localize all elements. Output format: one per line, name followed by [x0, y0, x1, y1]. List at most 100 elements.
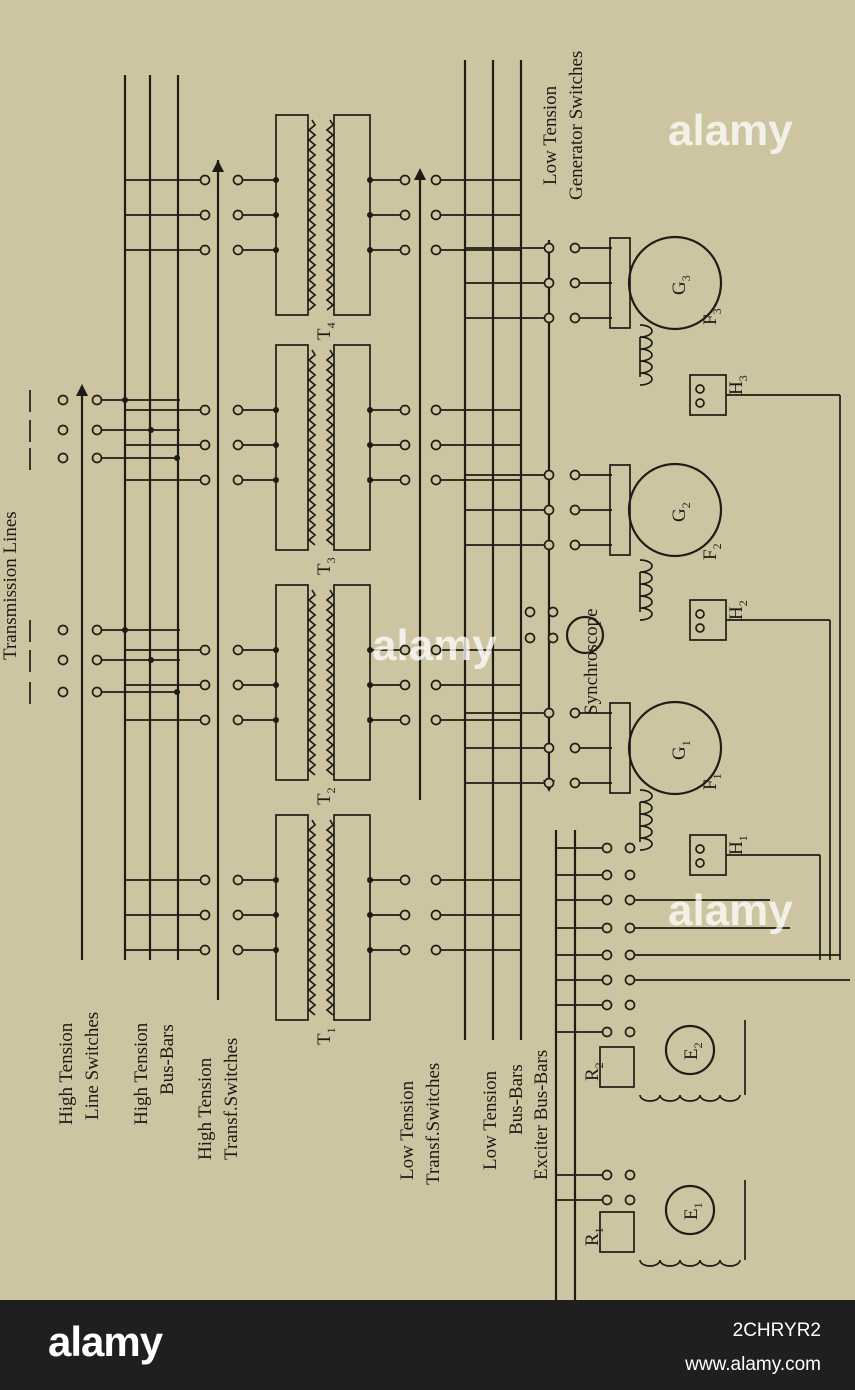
junction-dot — [367, 717, 373, 723]
exciter-switch-terminal — [601, 999, 613, 1011]
exciter-switch-terminal — [601, 922, 613, 934]
synchroscope-label: Synchroscope — [581, 608, 602, 715]
transformer-label: T1 — [314, 1027, 338, 1045]
rheostat-contact — [695, 858, 705, 868]
transformer-label: T2 — [314, 787, 338, 805]
exciter-switch-terminal — [601, 869, 613, 881]
exciter-switch-terminal — [624, 949, 636, 961]
watermark-footer: alamy 2CHRYR2 www.alamy.com — [0, 1300, 855, 1390]
alamy-logo: alamy — [48, 1318, 163, 1365]
exciter-switch-terminal — [624, 869, 636, 881]
junction-dot — [122, 627, 128, 633]
transformer-secondary-coil — [325, 819, 335, 1016]
generator-circle — [627, 700, 723, 796]
line-switch-terminal — [91, 424, 103, 436]
exciter-switch-terminal — [601, 1169, 613, 1181]
generator-switch-terminal — [569, 742, 581, 754]
generator-label: G1 — [669, 740, 693, 760]
transformer-secondary — [333, 584, 371, 781]
lt-transf-switch-terminal — [430, 474, 442, 486]
exciter-label: E1 — [681, 1202, 705, 1220]
synchroscope-terminal — [524, 606, 536, 618]
transmission-lines-label: Transmission Lines — [0, 511, 21, 660]
ht-transf-switches-label: Transf.Switches — [221, 1038, 242, 1160]
rheostat-contact — [695, 623, 705, 633]
ht-transf-switch-terminal — [232, 244, 244, 256]
transmission-terminal — [57, 686, 69, 698]
ht-transf-switch-terminal — [199, 909, 211, 921]
generator-switch-terminal — [569, 469, 581, 481]
generator-switch-terminal — [543, 707, 555, 719]
ht-transf-switch-terminal — [232, 439, 244, 451]
lt-transf-switch-terminal — [430, 644, 442, 656]
generator-switch-terminal — [543, 312, 555, 324]
lt-generator-switches-label: Low Tension — [540, 85, 561, 185]
junction-dot — [122, 397, 128, 403]
lt-transf-switch-terminal — [430, 209, 442, 221]
ht-bus-bars-label: High Tension — [131, 1022, 152, 1125]
lt-transf-switch-terminal — [430, 944, 442, 956]
exciter-switch-terminal — [601, 949, 613, 961]
transformer-secondary-coil — [325, 589, 335, 776]
rheostat-contact — [695, 398, 705, 408]
ht-transf-switch-terminal — [232, 874, 244, 886]
lt-transf-switch-terminal — [399, 439, 411, 451]
exciter-switch-terminal — [601, 974, 613, 986]
junction-dot — [148, 657, 154, 663]
lt-transf-switch-terminal — [399, 714, 411, 726]
generator-label: G3 — [669, 275, 693, 295]
exciter-label: E2 — [681, 1042, 705, 1060]
generator-switch-terminal — [543, 504, 555, 516]
ht-transf-switch-terminal — [199, 244, 211, 256]
field-label: F1 — [700, 773, 724, 790]
ht-transf-switch-terminal — [232, 714, 244, 726]
transformer-secondary-coil — [325, 349, 335, 546]
lt-transf-switch-terminal — [399, 874, 411, 886]
rheostat-label: H3 — [726, 375, 750, 395]
field-coil — [639, 324, 653, 386]
junction-dot — [273, 877, 279, 883]
ht-transf-switch-terminal — [232, 174, 244, 186]
rheostat-contact — [695, 609, 705, 619]
line-switch-terminal — [91, 686, 103, 698]
lt-transf-switch-terminal — [430, 174, 442, 186]
generator-switch-terminal — [569, 312, 581, 324]
lt-transf-switch-terminal — [430, 404, 442, 416]
generator-switch-terminal — [569, 707, 581, 719]
exciter-switch-terminal — [624, 1194, 636, 1206]
exciter-switch-terminal — [624, 922, 636, 934]
exciter-switch-terminal — [601, 894, 613, 906]
junction-dot — [273, 947, 279, 953]
ht-transf-switches-label: High Tension — [195, 1057, 216, 1160]
exciter-bus-bars-label: Exciter Bus-Bars — [531, 1050, 552, 1180]
junction-dot — [148, 427, 154, 433]
ht-transf-switch-terminal — [232, 679, 244, 691]
wiring-diagram: T1T2T3T4G1F1H1G2F2H2G3F3H3SynchroscopeE1… — [0, 51, 850, 1300]
ht-transf-switch-terminal — [232, 944, 244, 956]
ht-transf-switch-terminal — [199, 944, 211, 956]
ht-transf-switch-terminal — [199, 474, 211, 486]
lt-transf-switch-terminal — [399, 209, 411, 221]
watermark-text: alamy — [668, 886, 793, 935]
generator-switch-terminal — [543, 277, 555, 289]
ht-transf-switch-terminal — [199, 874, 211, 886]
junction-dot — [367, 407, 373, 413]
line-switch-terminal — [91, 624, 103, 636]
generator-terminal-box — [609, 464, 631, 556]
lt-bus-bars-label: Low Tension — [480, 1070, 501, 1170]
junction-dot — [273, 477, 279, 483]
synchroscope-terminal — [547, 606, 559, 618]
junction-dot — [273, 717, 279, 723]
field-rheostat-box — [689, 599, 727, 641]
generator-switch-terminal — [543, 539, 555, 551]
arrow-head — [414, 168, 426, 180]
generator-switch-terminal — [543, 242, 555, 254]
junction-dot — [174, 689, 180, 695]
lt-transf-switch-terminal — [399, 174, 411, 186]
field-label: F3 — [700, 308, 724, 325]
field-coil — [639, 559, 653, 621]
exciter-switch-terminal — [624, 894, 636, 906]
junction-dot — [273, 247, 279, 253]
transformer-primary-coil — [307, 819, 317, 1016]
